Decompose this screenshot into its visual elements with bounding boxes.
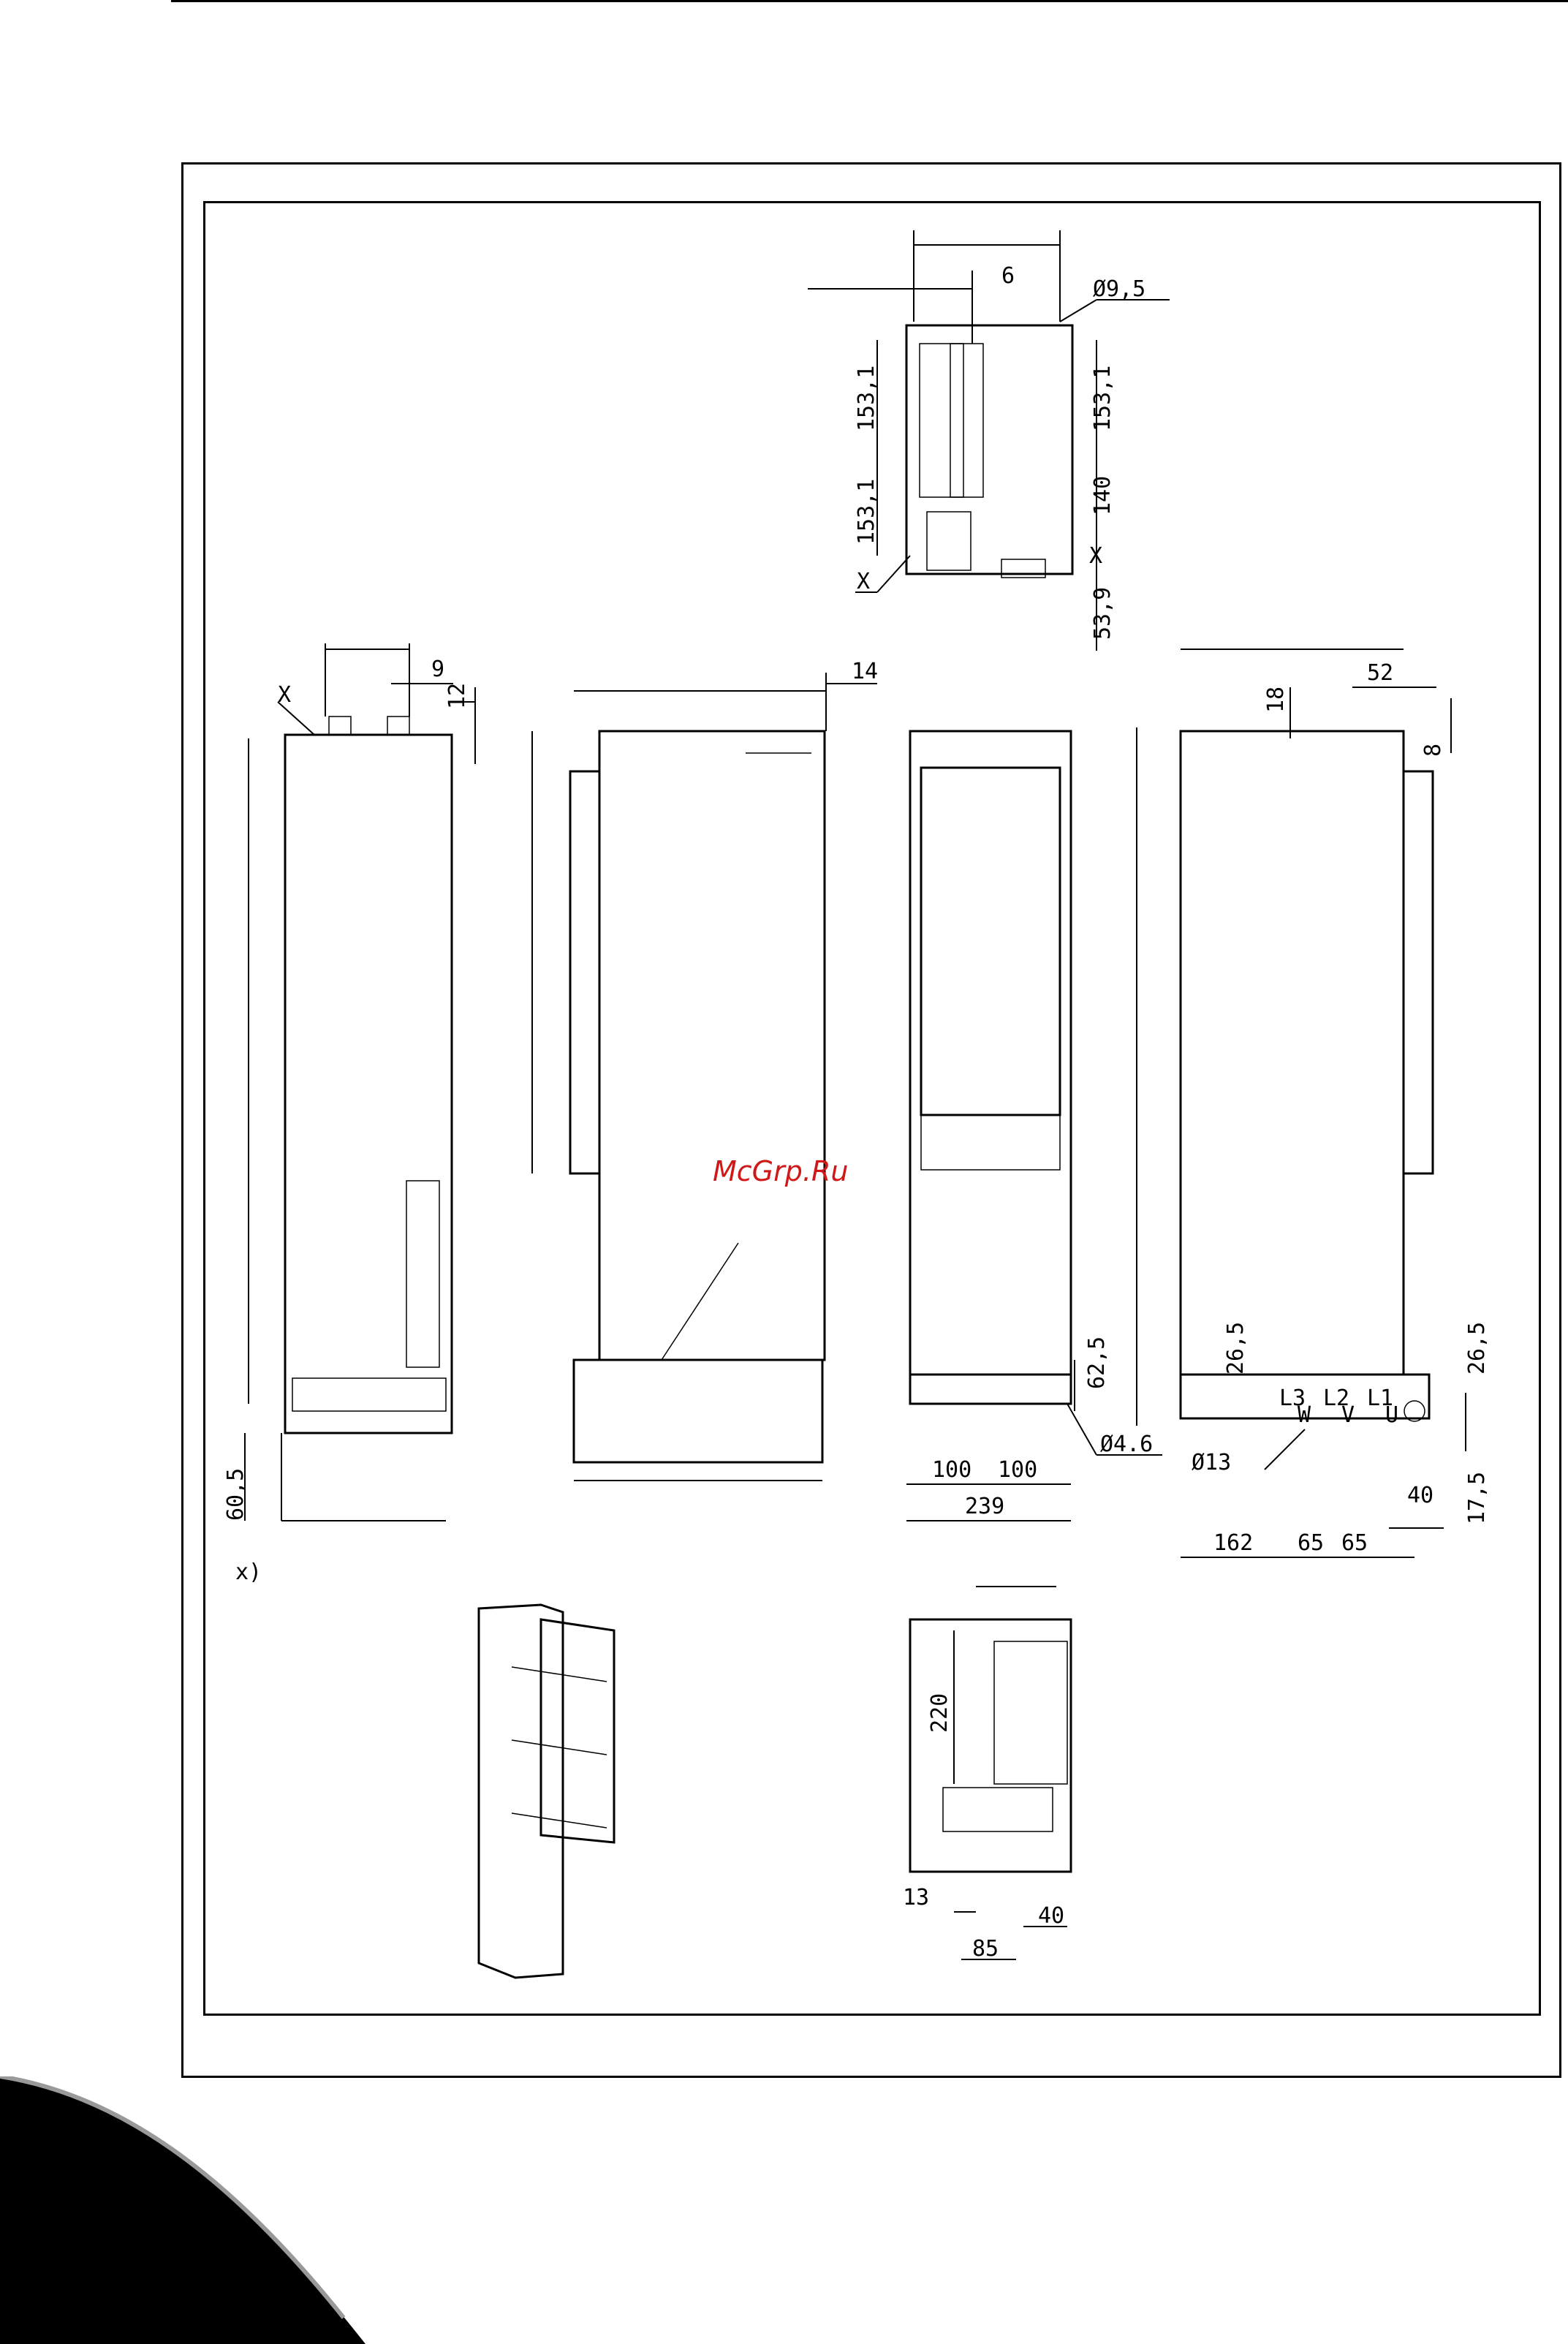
dim-label: X xyxy=(1089,543,1102,569)
dim-label: 65 xyxy=(1298,1530,1324,1556)
bottom-view: 220 13 40 85 xyxy=(903,1587,1071,1962)
dim-label: 17,5 xyxy=(1464,1472,1490,1524)
footnote: x) xyxy=(235,1559,262,1585)
dim-label: 239 xyxy=(965,1494,1004,1519)
isometric-view xyxy=(479,1605,614,1978)
dim-label: Ø9,5 xyxy=(1093,276,1145,302)
left-view: 14 xyxy=(532,659,878,1481)
terminal-label: U xyxy=(1385,1402,1398,1428)
dim-label: Ø4.6 xyxy=(1100,1432,1153,1457)
terminal-label: V xyxy=(1341,1402,1355,1428)
side-view: 9 12 X 60,5 xyxy=(223,643,475,1521)
top-view: 6 Ø9,5 153,1 153,1 153,1 140 53,9 X X xyxy=(808,230,1170,651)
dim-label: 153,1 xyxy=(854,366,879,431)
dim-label: 62,5 xyxy=(1084,1337,1110,1389)
dim-label: 153,1 xyxy=(854,479,879,545)
front-view: 62,5 Ø4.6 100 100 239 xyxy=(906,727,1162,1521)
dim-label: 26,5 xyxy=(1223,1322,1249,1375)
dim-label: 60,5 xyxy=(223,1468,249,1521)
dim-label: 52 xyxy=(1367,660,1393,686)
dim-label: 6 xyxy=(1001,263,1015,289)
dim-label: 40 xyxy=(1038,1903,1064,1929)
corner-swoosh-graphic xyxy=(0,2076,380,2344)
dim-label: X xyxy=(278,682,291,708)
dim-label: 153,1 xyxy=(1090,366,1116,431)
dim-label: 8 xyxy=(1420,744,1446,757)
dim-label: 13 xyxy=(903,1885,929,1910)
dim-label: 9 xyxy=(431,657,444,682)
dim-label: 18 xyxy=(1263,687,1289,713)
terminal-label: W xyxy=(1298,1402,1311,1428)
dim-label: X xyxy=(857,569,870,594)
dim-label: 220 xyxy=(927,1693,952,1733)
dim-label: 26,5 xyxy=(1464,1322,1490,1375)
dim-label: 100 xyxy=(998,1457,1037,1483)
dim-label: 162 xyxy=(1213,1530,1253,1556)
dim-label: 40 xyxy=(1407,1483,1433,1508)
dim-label: 100 xyxy=(932,1457,972,1483)
dim-label: Ø13 xyxy=(1192,1450,1231,1475)
dim-label: 14 xyxy=(852,659,878,684)
dim-label: 53,9 xyxy=(1090,587,1116,640)
dim-label: 12 xyxy=(444,683,470,709)
dim-label: 65 xyxy=(1341,1530,1368,1556)
watermark-text: McGrp.Ru xyxy=(713,1155,848,1187)
dim-label: 85 xyxy=(972,1936,999,1962)
right-view: 18 52 8 26,5 26,5 Ø13 17,5 40 162 65 65 … xyxy=(1181,649,1490,1557)
dim-label: 140 xyxy=(1090,476,1116,515)
